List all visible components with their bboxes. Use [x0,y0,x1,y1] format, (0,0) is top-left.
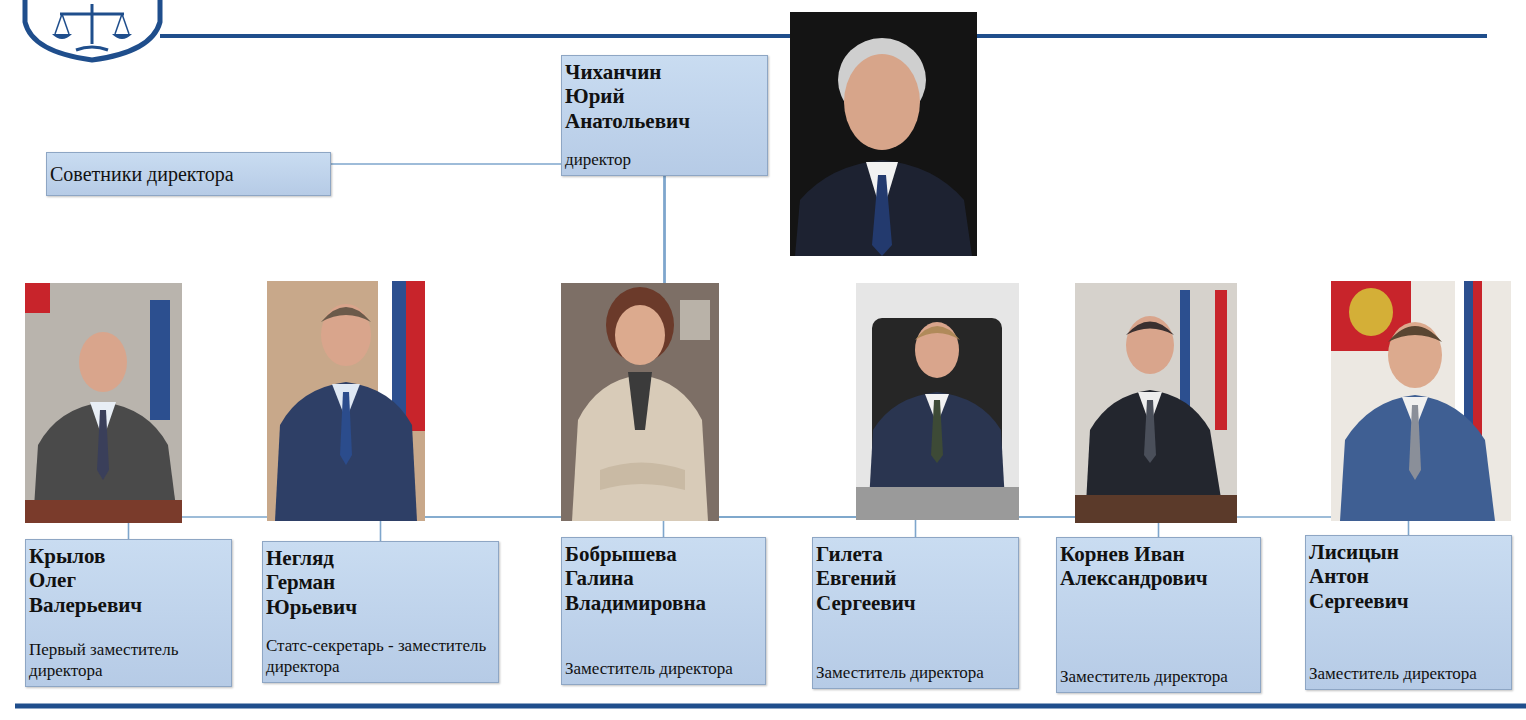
person-name: Негляд Герман Юрьевич [266,546,357,619]
person-name: Гилета Евгений Сергеевич [816,542,916,615]
portrait-photo [1075,283,1237,523]
portrait-photo [267,281,425,521]
header-rule [977,34,1487,38]
org-connector [331,163,561,165]
person-name: Лисицын Антон Сергеевич [1309,540,1409,613]
header-rule [160,34,790,38]
person-box: Гилета Евгений СергеевичЗаместитель дире… [812,537,1019,689]
position-title: Заместитель директора [1309,664,1507,684]
position-title: Первый заместитель директора [29,640,227,681]
person-name: Крылов Олег Валерьевич [29,544,142,617]
person-name: Чиханчин Юрий Анатольевич [565,60,690,133]
person-name: Бобрышева Галина Владимировна [565,542,706,615]
portrait-photo [25,283,182,523]
position-title: директор [565,150,763,170]
person-name: Корнев Иван Александрович [1060,542,1208,591]
person-box: Чиханчин Юрий Анатольевич директор [561,55,768,176]
logo [25,0,160,60]
portrait-photo [1331,281,1511,521]
person-box: Лисицын Антон СергеевичЗаместитель дирек… [1305,535,1512,690]
unit-label: Советники директора [50,162,326,186]
person-box: Крылов Олег ВалерьевичПервый заместитель… [25,539,232,687]
footer-rule [15,704,1526,709]
person-box: Негляд Герман ЮрьевичСтатс-секретарь - з… [262,541,499,683]
advisors-box: Советники директора [46,152,331,196]
position-title: Статс-секретарь - заместитель директора [266,636,494,677]
position-title: Заместитель директора [1060,667,1256,687]
position-title: Заместитель директора [816,663,1014,683]
person-box: Бобрышева Галина ВладимировнаЗаместитель… [561,537,766,685]
portrait-photo [561,283,719,521]
org-connector [665,176,1409,535]
person-box: Корнев Иван АлександровичЗаместитель дир… [1056,537,1261,693]
portrait-photo [856,283,1019,520]
portrait-photo [790,12,977,256]
position-title: Заместитель директора [565,659,761,679]
